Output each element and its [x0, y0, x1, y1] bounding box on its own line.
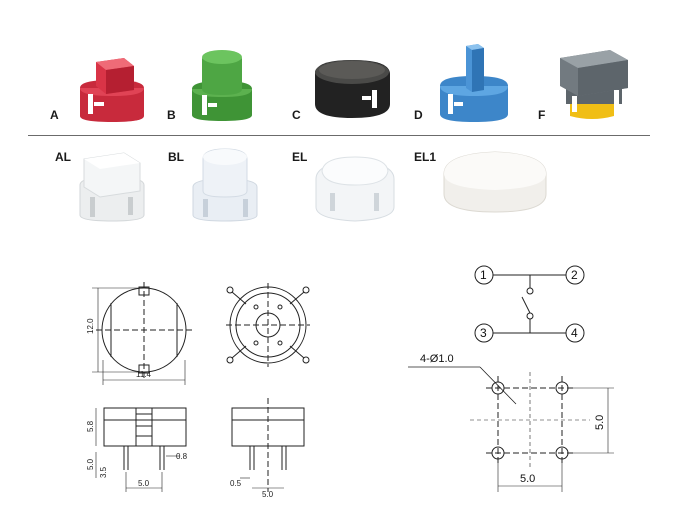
bottom-view-drawing	[226, 283, 310, 367]
cap-d-label: D	[414, 108, 423, 122]
cap-f-image	[560, 50, 628, 119]
top-view-drawing	[92, 282, 192, 385]
pcb-footprint	[408, 366, 614, 492]
cap-b-label: B	[167, 108, 176, 122]
cap-d-image	[440, 44, 508, 122]
cap-al-label: AL	[55, 150, 71, 164]
side-view-lead-width: 0.8	[176, 452, 188, 461]
footprint-hole-callout: 4-Ø1.0	[420, 353, 454, 365]
side-view-pin-height: 5.0	[86, 458, 95, 470]
front-view-lead-thickness: 0.5	[230, 479, 242, 488]
side-view-lead: 3.5	[99, 466, 108, 478]
top-view-height-dim: 12.0	[86, 318, 95, 334]
cap-el-image	[315, 156, 395, 222]
cap-al-image	[79, 152, 145, 222]
top-view-width-dim: 11.4	[136, 370, 152, 379]
front-view-pitch: 5.0	[262, 490, 274, 499]
cap-c-image	[315, 60, 390, 118]
cap-f-label: F	[538, 108, 546, 122]
side-view-pitch: 5.0	[138, 479, 150, 488]
cap-a-image	[80, 58, 144, 122]
front-view-drawing	[231, 398, 305, 492]
side-view-body-height: 5.8	[86, 420, 95, 432]
cap-el1-image	[443, 151, 547, 213]
schematic-pin-4: 4	[571, 326, 578, 340]
schematic-pin-1: 1	[480, 268, 487, 282]
footprint-x-pitch: 5.0	[520, 473, 535, 485]
cap-bl-image	[192, 148, 258, 222]
cap-c-label: C	[292, 108, 301, 122]
side-view-drawing	[95, 407, 187, 492]
cap-el1-label: EL1	[414, 150, 437, 164]
section-divider	[28, 135, 650, 136]
switch-schematic	[474, 265, 585, 343]
footprint-y-pitch: 5.0	[594, 415, 606, 430]
cap-bl-label: BL	[168, 150, 184, 164]
schematic-pin-2: 2	[571, 268, 578, 282]
cap-b-image	[192, 50, 252, 121]
schematic-pin-3: 3	[480, 326, 487, 340]
cap-el-label: EL	[292, 150, 308, 164]
cap-a-label: A	[50, 108, 59, 122]
